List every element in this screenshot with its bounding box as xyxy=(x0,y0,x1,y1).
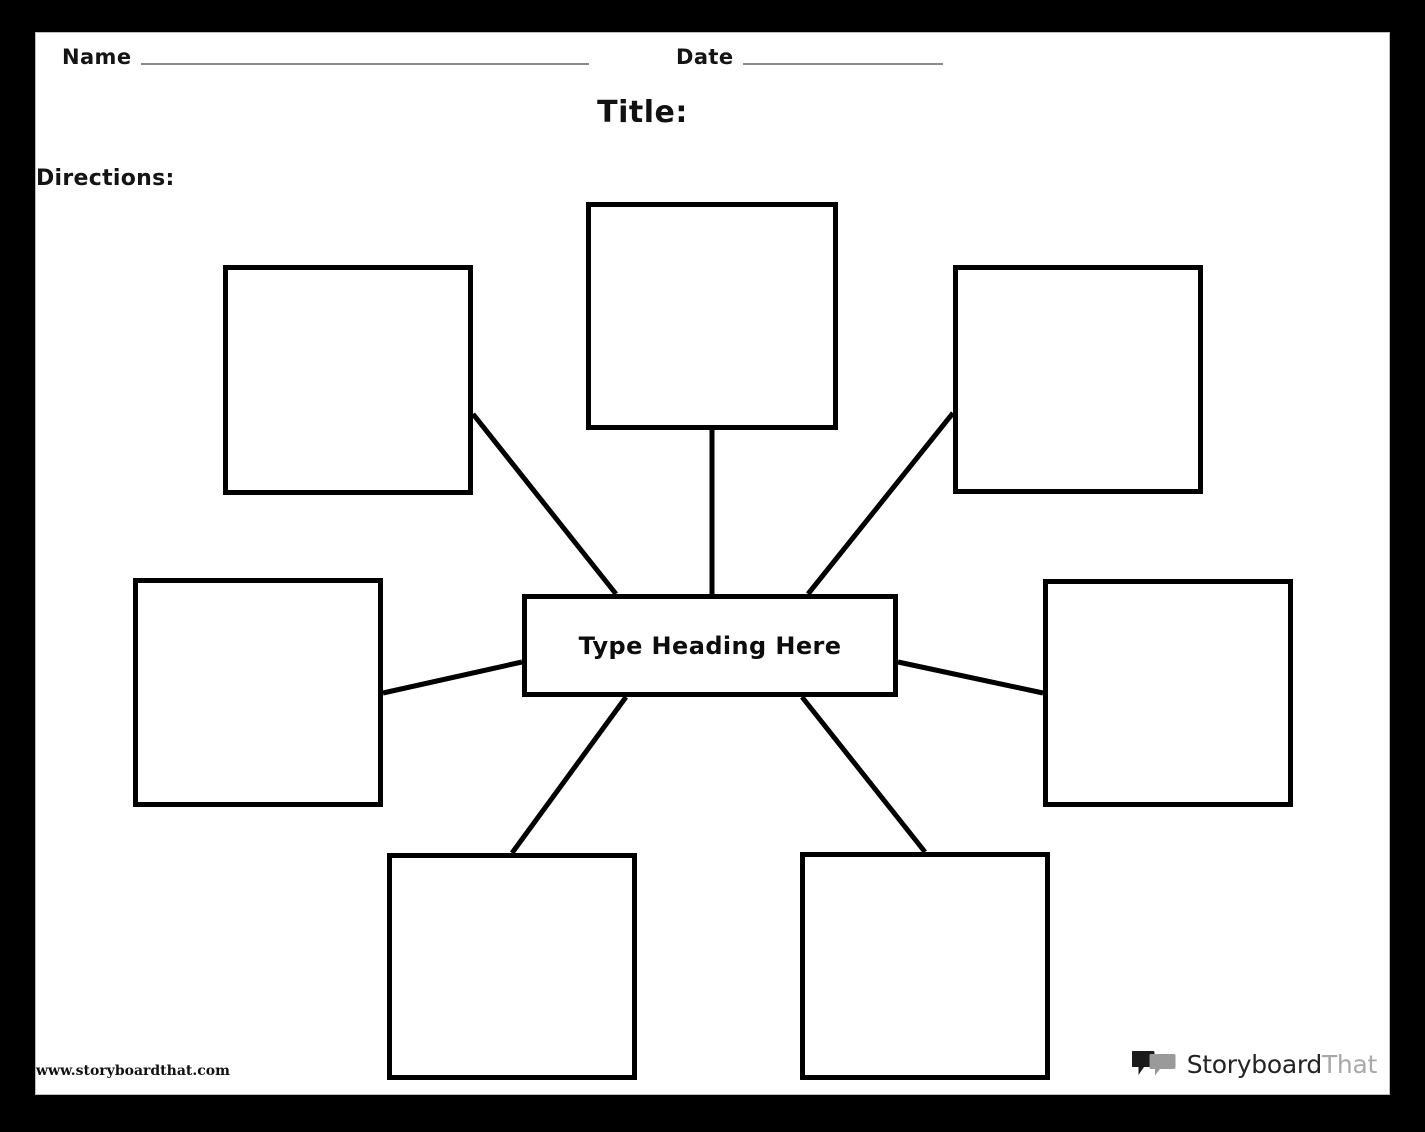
brand-word-that: That xyxy=(1321,1049,1377,1079)
site-url[interactable]: www.storyboardthat.com xyxy=(36,1063,230,1079)
speech-bubbles-icon xyxy=(1131,1049,1178,1079)
brand-wordmark: StoryboardThat xyxy=(1186,1049,1378,1079)
branch-box-bottom-right[interactable] xyxy=(800,852,1050,1080)
connector-bottom-right xyxy=(800,695,927,854)
connector-top-left xyxy=(471,412,618,596)
name-label: Name xyxy=(62,45,132,69)
branch-box-bottom-left[interactable] xyxy=(387,853,637,1080)
branch-box-middle-right[interactable] xyxy=(1043,579,1293,807)
center-heading-box[interactable]: Type Heading Here xyxy=(522,594,898,697)
connector-top-right xyxy=(806,411,955,596)
directions-label[interactable]: Directions: xyxy=(36,166,175,191)
connector-middle-right xyxy=(897,659,1044,696)
date-field[interactable]: Date xyxy=(676,45,944,69)
branch-box-middle-left[interactable] xyxy=(133,578,383,807)
spider-connectors xyxy=(382,411,1044,855)
name-field[interactable]: Name xyxy=(62,45,590,69)
date-write-line[interactable] xyxy=(743,63,944,65)
branch-box-top-left[interactable] xyxy=(223,265,473,495)
connector-bottom-left xyxy=(509,695,629,855)
page-title[interactable]: Title: xyxy=(597,95,688,130)
date-label: Date xyxy=(676,45,734,69)
storyboardthat-logo[interactable]: StoryboardThat xyxy=(1131,1049,1378,1079)
center-heading-label: Type Heading Here xyxy=(578,631,842,660)
branch-box-top-right[interactable] xyxy=(953,265,1203,494)
worksheet-page: Name Date Title: Directions: Type Headin… xyxy=(36,33,1389,1094)
connector-middle-left xyxy=(382,659,523,696)
name-write-line[interactable] xyxy=(141,63,590,65)
brand-word-storyboard: Storyboard xyxy=(1186,1049,1323,1079)
branch-box-top-center[interactable] xyxy=(586,202,838,430)
